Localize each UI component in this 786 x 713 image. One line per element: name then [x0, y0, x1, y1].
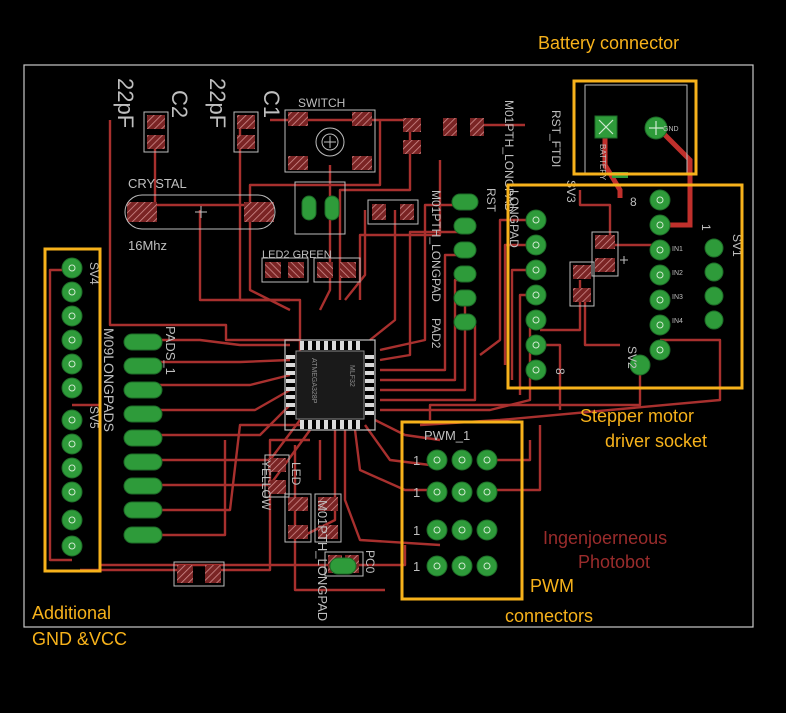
- pin1-sv1: 1: [699, 224, 713, 231]
- pad-marks: [195, 136, 628, 264]
- header-mid-label: M01PTH_LONGPAD: [429, 190, 443, 302]
- rst-label: RST: [484, 188, 498, 213]
- pwm1-label: PWM_1: [424, 428, 470, 443]
- additional-annotation-line2: GND &VCC: [32, 629, 128, 649]
- additional-callout-box: [43, 247, 102, 573]
- c1-value: 22pF: [205, 78, 230, 128]
- battery-connector-annotation: Battery connector: [538, 33, 680, 53]
- pwm-callout-box: [400, 420, 524, 601]
- pwm-pin-4: 1: [413, 559, 420, 574]
- rst-ftdi-label: RST_FTDI: [549, 110, 563, 167]
- mcu-note: MLF32: [348, 365, 355, 387]
- pwm-pin-3: 1: [413, 523, 420, 538]
- ingen-label: Ingenjoerneous: [543, 528, 667, 548]
- yellow-label: YELLOW: [259, 460, 273, 511]
- additional-annotation-line1: Additional: [32, 603, 112, 623]
- led-green-label: LED2 GREEN: [262, 249, 332, 261]
- sv5-label: SV5: [87, 406, 101, 429]
- silk-outlines: [124, 84, 688, 587]
- pc0-label: PC0: [363, 550, 377, 574]
- through-hole-pads: [61, 189, 724, 577]
- mcu-label: ATMEGA328P: [310, 358, 317, 404]
- header-bottom-label: M01PTH_LONGPAD: [315, 500, 330, 621]
- m09-label: M09LONGPADS: [101, 328, 117, 432]
- pin8-top: 8: [630, 195, 637, 209]
- in4-silk: IN4: [672, 318, 683, 325]
- silk-labels: 22pF C2 22pF C1 SWITCH CRYSTAL 16Mhz LED…: [87, 78, 744, 621]
- c1-name: C1: [259, 90, 284, 118]
- c2-name: C2: [167, 90, 192, 118]
- crystal-label: CRYSTAL: [128, 176, 187, 191]
- smd-pads: [127, 112, 615, 583]
- switch-label: SWITCH: [298, 96, 345, 110]
- battery-callout-box: [572, 79, 698, 176]
- pwm-annotation-line1: PWM: [530, 576, 574, 596]
- callout-boxes: [43, 79, 744, 601]
- sv2-label: SV2: [625, 346, 639, 369]
- pwm-pin-1: 1: [413, 453, 420, 468]
- battery-silk: BATTERY: [598, 144, 607, 181]
- pin8-bottom: 8: [553, 368, 567, 375]
- stepper-annotation-line1: Stepper motor: [580, 406, 695, 426]
- gnd-silk: GND: [663, 126, 679, 133]
- led-yellow-label: LED: [289, 462, 303, 486]
- pad2-label: PAD2: [429, 318, 443, 349]
- in1-silk: IN1: [672, 246, 683, 253]
- in2-silk: IN2: [672, 270, 683, 277]
- mcu-chip: [284, 339, 376, 431]
- photobot-label: Photobot: [578, 552, 650, 572]
- in3-silk: IN3: [672, 294, 683, 301]
- stepper-callout-box: [506, 183, 744, 390]
- c2-value: 22pF: [113, 78, 138, 128]
- pwm-annotation-line2: connectors: [505, 606, 594, 626]
- battery-pads: [594, 115, 668, 178]
- sv3-label: SV3: [564, 180, 578, 203]
- pad-holes: [68, 196, 664, 570]
- pwm-pin-2: 1: [413, 485, 420, 500]
- sv4-label: SV4: [87, 262, 101, 285]
- stepper-annotation-line2: driver socket: [605, 431, 708, 451]
- crystal-freq: 16Mhz: [128, 238, 167, 253]
- pads1-label: PADS_1: [163, 326, 178, 375]
- board-outline: [23, 64, 754, 628]
- longpad-top-label: LONGPAD: [507, 190, 521, 248]
